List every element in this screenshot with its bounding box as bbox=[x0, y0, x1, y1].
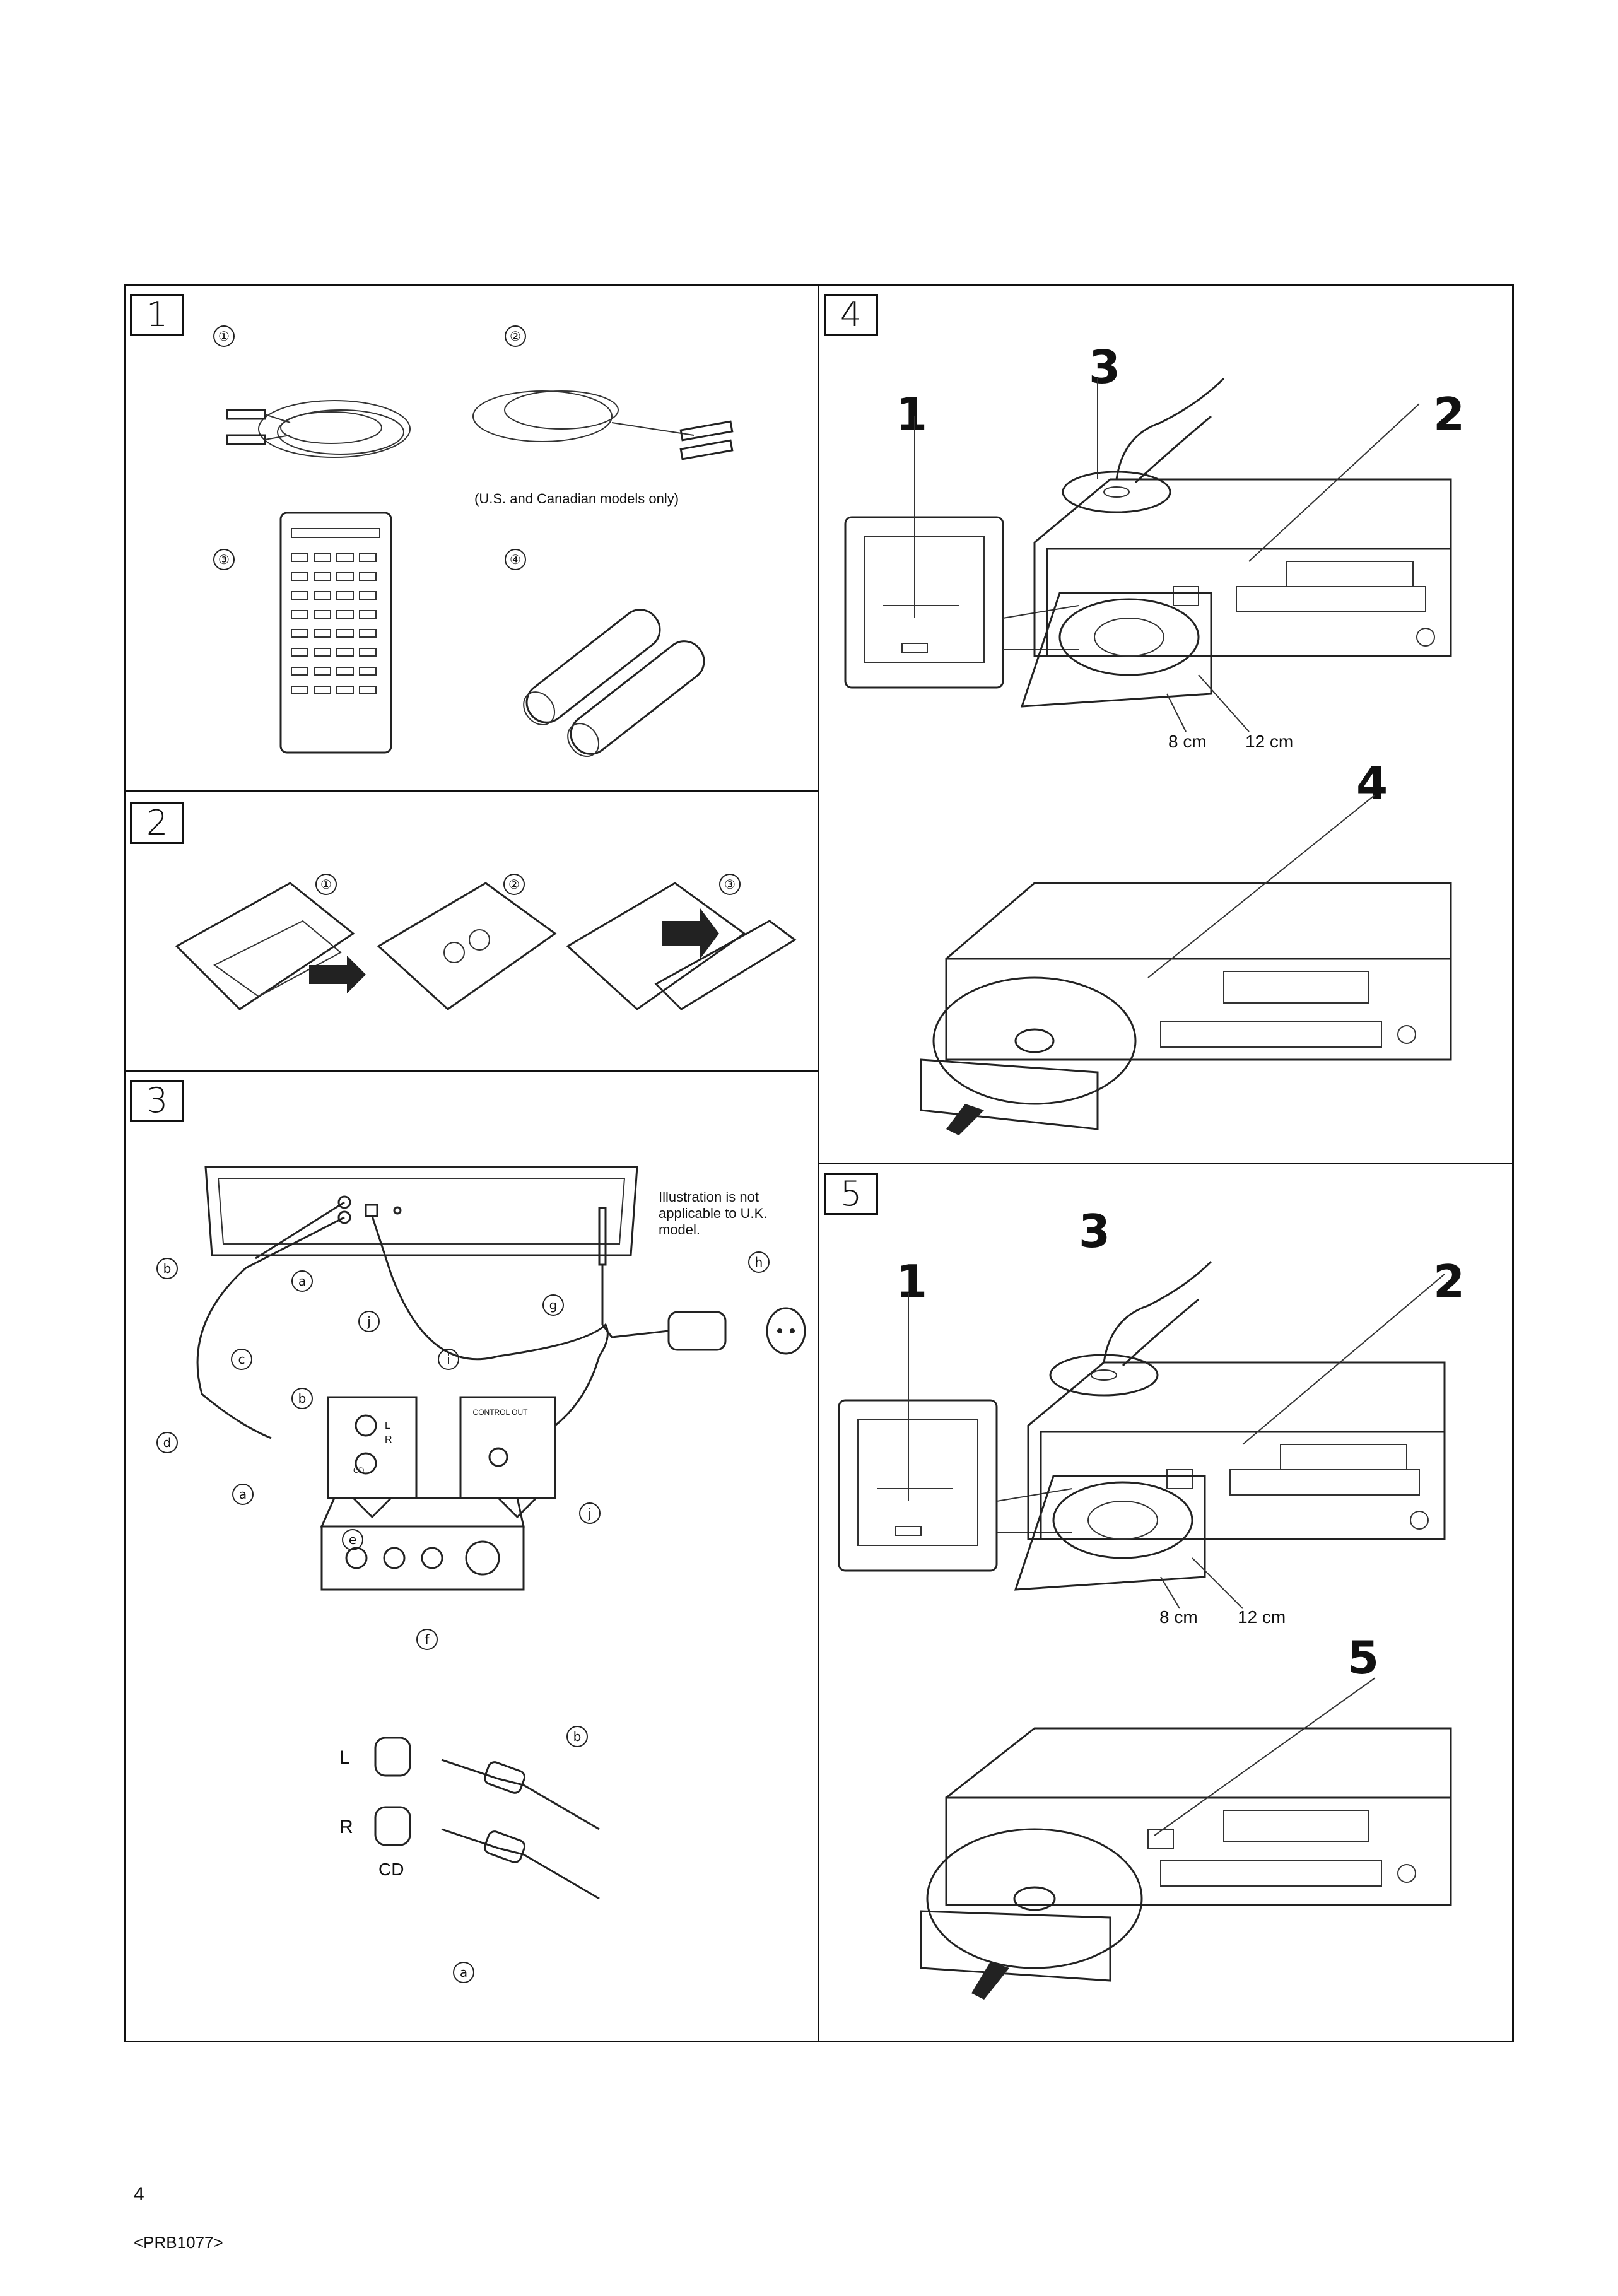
step-3-label: ③ bbox=[719, 874, 741, 895]
item-4-label: ④ bbox=[505, 549, 526, 570]
item-2-label: ② bbox=[505, 325, 526, 347]
item-1-label: ① bbox=[213, 325, 235, 347]
label-f: f bbox=[416, 1629, 438, 1650]
s4-disc-12cm: 12 cm bbox=[1245, 732, 1294, 751]
s5-step-3: 3 bbox=[1079, 1205, 1111, 1258]
s4-step-2: 2 bbox=[1433, 388, 1465, 441]
label-e: e bbox=[342, 1529, 363, 1550]
s4-step-4: 4 bbox=[1356, 757, 1388, 810]
section-2-number: 2 bbox=[130, 802, 184, 844]
label-c: c bbox=[231, 1349, 252, 1370]
panel-lr-label: L R bbox=[385, 1420, 392, 1445]
label-g: g bbox=[542, 1294, 564, 1316]
batteries-illustration bbox=[523, 609, 705, 757]
document-code: <PRB1077> bbox=[134, 2233, 223, 2252]
plug-cd-label: CD bbox=[378, 1860, 404, 1879]
section-4-number: 4 bbox=[824, 294, 878, 336]
section-3-number: 3 bbox=[130, 1080, 184, 1122]
label-b-bottom: b bbox=[566, 1726, 588, 1747]
section-1-number: 1 bbox=[130, 294, 184, 336]
s4-step-3: 3 bbox=[1089, 341, 1121, 394]
divider-s1-s2 bbox=[124, 790, 819, 792]
battery-cover-step-3 bbox=[566, 882, 797, 1010]
s5-close-tray-illustration bbox=[920, 1677, 1452, 2000]
s5-open-tray-illustration bbox=[838, 1260, 1446, 1609]
label-b-top: b bbox=[156, 1258, 178, 1279]
section-5-number: 5 bbox=[824, 1173, 878, 1215]
audio-cable-illustration bbox=[226, 400, 411, 458]
label-a-bottom: a bbox=[453, 1962, 474, 1983]
s5-step-5: 5 bbox=[1347, 1631, 1380, 1684]
label-b-mid: b bbox=[291, 1388, 313, 1409]
step-1-label: ① bbox=[315, 874, 337, 895]
label-j-top: j bbox=[358, 1311, 380, 1332]
label-d: d bbox=[156, 1432, 178, 1453]
s5-step-1: 1 bbox=[896, 1255, 928, 1308]
s5-disc-12cm: 12 cm bbox=[1238, 1607, 1286, 1627]
item-3-label: ③ bbox=[213, 549, 235, 570]
control-out-label: CONTROL OUT bbox=[472, 1408, 528, 1417]
s4-close-tray-illustration bbox=[920, 794, 1452, 1135]
label-a-mid: a bbox=[232, 1484, 254, 1505]
s4-disc-8cm: 8 cm bbox=[1168, 732, 1207, 751]
step-2-label: ② bbox=[503, 874, 525, 895]
us-canada-note: (U.S. and Canadian models only) bbox=[474, 491, 679, 507]
s4-step-1: 1 bbox=[896, 388, 928, 441]
battery-cover-step-1 bbox=[175, 882, 366, 1010]
divider-s2-s3 bbox=[124, 1070, 819, 1072]
s4-open-tray-illustration bbox=[844, 377, 1452, 732]
label-j-mid: j bbox=[579, 1502, 601, 1524]
plug-r-label: R bbox=[339, 1817, 353, 1837]
control-cable-illustration bbox=[472, 390, 734, 460]
divider-s4-s5 bbox=[818, 1163, 1514, 1164]
panel-cd-label: CD bbox=[353, 1466, 365, 1475]
label-i: i bbox=[438, 1349, 459, 1370]
s5-disc-8cm: 8 cm bbox=[1159, 1607, 1198, 1627]
plug-l-label: L bbox=[339, 1747, 350, 1768]
s5-step-2: 2 bbox=[1433, 1255, 1465, 1308]
uk-model-note: Illustration is not applicable to U.K. m… bbox=[659, 1189, 768, 1238]
battery-insert-step-2 bbox=[377, 882, 557, 1010]
label-h: h bbox=[748, 1251, 770, 1273]
page-number: 4 bbox=[134, 2184, 144, 2205]
remote-control-illustration bbox=[279, 512, 392, 754]
connection-diagram bbox=[196, 1166, 806, 1900]
label-a-top: a bbox=[291, 1270, 313, 1292]
